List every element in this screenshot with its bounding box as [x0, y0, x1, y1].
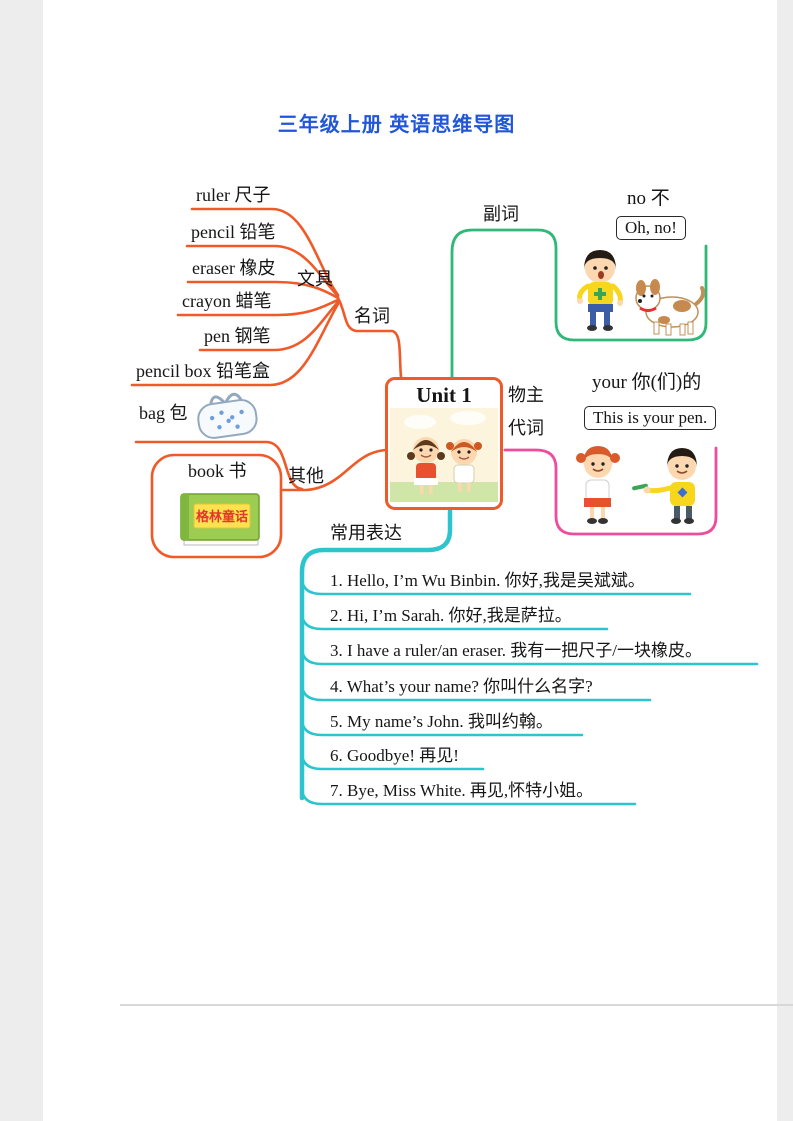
vocab-pen: pen 钢笔 — [204, 326, 271, 346]
expression-item-1: 1. Hello, I’m Wu Binbin. 你好,我是吴斌斌。 — [330, 571, 645, 590]
page-divider — [120, 1004, 793, 1006]
expression-item-4: 4. What’s your name? 你叫什么名字? — [330, 677, 593, 696]
label-possessive-2: 代词 — [508, 418, 544, 438]
expression-item-5: 5. My name’s John. 我叫约翰。 — [330, 712, 553, 731]
expression-item-6: 6. Goodbye! 再见! — [330, 746, 459, 765]
word-no: no 不 — [627, 188, 670, 209]
kids-illustration — [390, 408, 498, 502]
label-possessive-1: 物主 — [508, 385, 544, 405]
paper-sheet — [43, 0, 777, 1121]
unit-node: Unit 1 — [385, 377, 503, 510]
expression-item-2: 2. Hi, I’m Sarah. 你好,我是萨拉。 — [330, 606, 572, 625]
vocab-bag: bag 包 — [139, 403, 188, 423]
unit-title: Unit 1 — [416, 383, 472, 407]
expression-item-3: 3. I have a ruler/an eraser. 我有一把尺子/一块橡皮… — [330, 641, 703, 660]
vocab-pencil: pencil 铅笔 — [191, 222, 276, 242]
label-stationery: 文具 — [297, 269, 333, 289]
label-nouns: 名词 — [354, 306, 390, 326]
vocab-eraser: eraser 橡皮 — [192, 258, 276, 278]
label-expressions: 常用表达 — [330, 523, 402, 543]
bag-icon — [197, 392, 258, 439]
label-adverb: 副词 — [483, 204, 519, 224]
page-title: 三年级上册 英语思维导图 — [277, 114, 516, 136]
word-your: your 你(们)的 — [592, 372, 702, 393]
your-pen-example-box: This is your pen. — [584, 406, 717, 430]
vocab-ruler: ruler 尺子 — [196, 185, 271, 205]
boy-dog-illustration — [577, 250, 706, 336]
vocab-book: book 书 — [188, 461, 247, 481]
vocab-crayon: crayon 蜡笔 — [182, 291, 272, 311]
label-other: 其他 — [288, 466, 324, 486]
expression-item-7: 7. Bye, Miss White. 再见,怀特小姐。 — [330, 781, 594, 800]
girl-boy-illustration — [576, 446, 697, 524]
vocab-pencil-box: pencil box 铅笔盒 — [136, 361, 270, 381]
book-cover-title: 格林童话 — [196, 509, 248, 524]
book-icon: 格林童话 — [180, 493, 260, 546]
oh-no-example-box: Oh, no! — [616, 216, 686, 240]
